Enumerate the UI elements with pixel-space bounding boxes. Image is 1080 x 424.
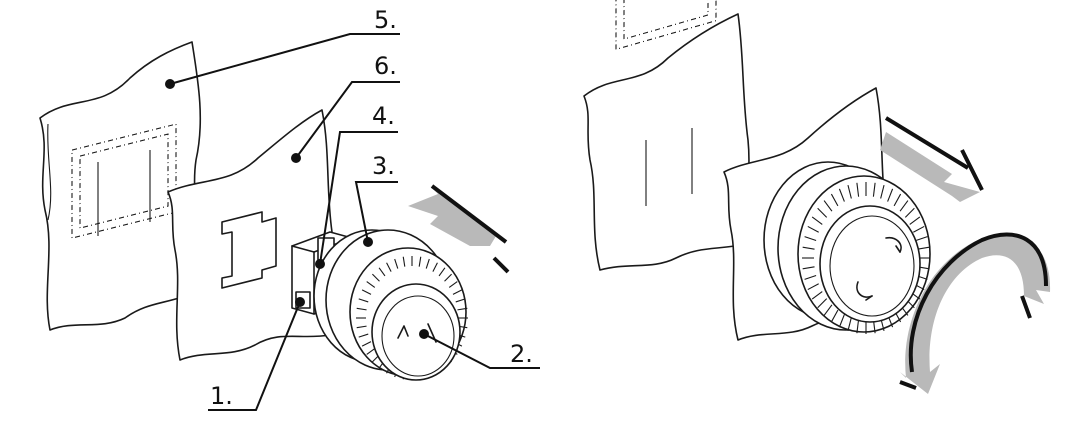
knurl-tick [366,348,376,355]
callout-6: 6. [374,52,397,80]
callout-2: 2. [510,340,533,368]
back-panel-assembled [583,0,750,271]
knurl-tick [847,317,852,332]
knurl-tick [887,188,894,202]
leader-6 [291,81,400,163]
knurl-tick [909,216,921,225]
knurl-tick [830,309,839,323]
knurl-tick [802,246,815,250]
knurl-tick [904,207,915,218]
knurl-tick [856,182,860,197]
knurl-tick [418,256,422,267]
knurl-tick [438,267,446,277]
push-button-assembly [291,229,468,381]
knurl-tick [804,274,817,280]
leader-1 [208,297,305,411]
knurl-tick [807,283,819,291]
knurl-tick [823,200,833,212]
knurl-tick [457,307,468,311]
translation-arrow-left [408,184,510,274]
knurl-tick [444,273,452,282]
knurl-tick [915,236,928,242]
knurl-tick [817,207,828,218]
knurl-tick [893,193,902,207]
rotate-cw-icon [856,281,873,298]
knurl-tick [807,225,819,233]
knurl-tick [838,314,845,328]
callout-1: 1. [210,382,233,410]
knurl-tick [802,266,815,270]
knurl-tick [361,289,372,295]
knurl-tick [830,193,839,207]
knurl-tick [402,256,406,267]
knurl-tick [356,307,367,311]
knurl-tick [455,298,466,303]
knurled-ring-assembled [802,182,930,334]
knurl-tick [856,319,860,334]
knurl-tick [811,216,823,225]
leader-4 [315,131,398,269]
push-button-assembled [763,161,931,334]
knurl-tick [386,262,392,272]
leader-2 [419,329,540,369]
knurl-tick [448,281,458,288]
knurl-tick [847,184,852,199]
knurl-tick [394,258,399,269]
knurl-tick [804,236,817,242]
knurl-tick [425,258,430,269]
knurl-tick [913,225,925,233]
callout-5: 5. [374,6,397,34]
knurl-tick [361,341,372,347]
knurl-tick [452,289,463,295]
knurl-tick [817,298,828,309]
knurl-tick [378,267,386,277]
knurl-tick [823,304,833,316]
rotate-ccw-icon [885,236,902,253]
leader-3 [354,181,398,247]
knurl-tick [358,333,369,338]
knurl-tick [899,200,909,212]
leader-5 [165,33,400,89]
knurl-tick [917,246,930,250]
callout-4: 4. [372,102,395,130]
translation-arrow-right [880,116,984,202]
back-panel-5 [39,41,202,331]
knurl-tick [366,281,376,288]
knurl-tick [372,273,380,282]
knurl-tick [838,188,845,202]
knurl-tick [432,262,438,272]
knurl-tick [880,184,885,199]
knurl-tick [358,298,369,303]
callout-3: 3. [372,152,395,180]
rotation-arrow [899,232,1051,394]
knurl-tick [356,325,367,329]
knurl-tick [811,291,823,300]
knurl-tick [872,182,876,197]
